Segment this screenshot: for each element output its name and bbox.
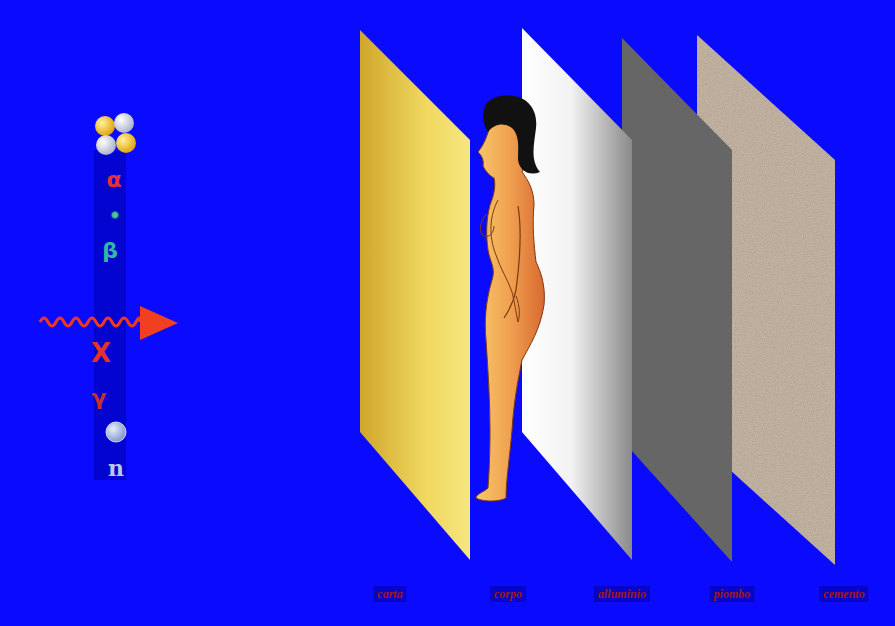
radiation-symbol: γ [92,385,107,410]
material-label: piombo [710,586,755,602]
particle-strip [94,150,126,480]
paper-panel [360,30,470,560]
wave-arrow [40,306,178,340]
material-label: alluminio [594,586,650,602]
material-label: cemento [819,586,868,602]
lead-panel [622,38,732,562]
beta-particle [112,212,119,219]
human-body [476,96,544,501]
radiation-symbol: X [91,338,111,368]
material-label: corpo [490,586,526,602]
material-label: carta [373,586,406,602]
neutron [106,422,126,442]
alpha-particle [95,113,136,155]
radiation-symbol: n [108,455,124,481]
radiation-symbol: β [102,238,118,263]
radiation-symbol: α [106,167,121,192]
